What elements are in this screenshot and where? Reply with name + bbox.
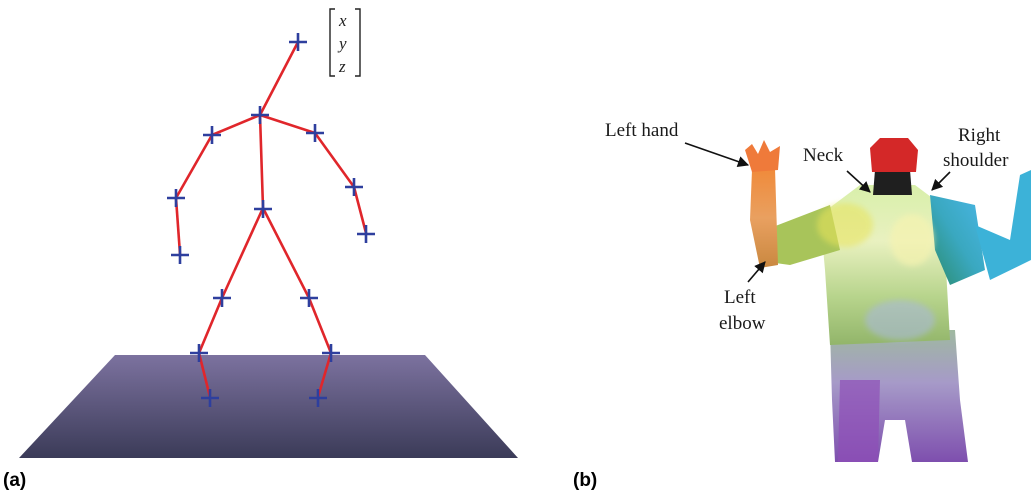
silhouette-chest-highlight — [890, 214, 934, 266]
label-right-shoulder-line1: Right — [958, 125, 1001, 146]
joint-head — [289, 33, 307, 51]
panel-a: x y z (a) — [3, 8, 518, 491]
joint-left-elbow — [167, 189, 185, 207]
joint-left-ankle — [190, 344, 208, 362]
silhouette-belly-tint — [865, 300, 935, 340]
joint-left-hand — [171, 246, 189, 264]
joint-right-shoulder — [306, 124, 324, 142]
label-left-elbow-line2: elbow — [719, 313, 766, 334]
label-right-shoulder-line2: shoulder — [943, 150, 1009, 171]
joint-right-hand — [357, 225, 375, 243]
depth-body-silhouette — [745, 138, 1031, 462]
silhouette-right-forearm — [975, 170, 1031, 280]
bone-right-hip — [261, 206, 311, 300]
silhouette-left-forearm — [750, 168, 778, 268]
bone-left-upper-arm — [174, 133, 214, 200]
coordinate-vector: x y z — [329, 8, 361, 77]
joint-right-elbow — [345, 178, 363, 196]
bone-right-upper-arm — [313, 131, 356, 189]
annotation-right-shoulder: Right shoulder — [931, 125, 1009, 191]
label-left-hand: Left hand — [605, 120, 679, 141]
silhouette-shoulder-highlight — [817, 203, 873, 247]
joint-left-foot — [201, 389, 219, 407]
arrow-right-shoulder — [931, 171, 951, 191]
bone-neck-left-shoulder — [210, 113, 262, 137]
arrow-left-hand — [684, 142, 750, 167]
panel-b: Left hand Neck Right shoulder Left elbow… — [573, 120, 1031, 491]
bone-left-hip — [220, 206, 265, 300]
annotation-neck: Neck — [803, 145, 871, 193]
floor-plane — [19, 355, 518, 458]
bone-right-forearm — [352, 185, 368, 235]
joint-right-knee — [300, 289, 318, 307]
vector-y: y — [337, 34, 347, 53]
joint-left-shoulder — [203, 126, 221, 144]
label-neck: Neck — [803, 145, 844, 166]
bone-spine — [258, 113, 265, 210]
bone-left-shin — [197, 296, 224, 355]
skeleton-bones — [174, 40, 368, 399]
skeleton-joints — [167, 33, 375, 407]
silhouette-right-upper-arm — [930, 195, 985, 285]
vector-x: x — [338, 11, 347, 30]
joint-right-foot — [309, 389, 327, 407]
annotation-left-elbow: Left elbow — [719, 261, 766, 334]
label-left-elbow-line1: Left — [724, 287, 756, 308]
bone-left-forearm — [174, 196, 182, 256]
silhouette-left-hand — [745, 140, 780, 172]
joint-right-ankle — [322, 344, 340, 362]
bone-right-foot — [316, 351, 333, 399]
bone-neck-head — [258, 40, 300, 117]
joint-hip-center — [254, 200, 272, 218]
arrow-left-elbow — [747, 261, 766, 283]
silhouette-legs-shade — [838, 380, 880, 462]
joint-left-knee — [213, 289, 231, 307]
bone-left-foot — [197, 351, 212, 399]
joint-neck — [251, 106, 269, 124]
panel-label-a: (a) — [3, 470, 26, 491]
bracket-left — [329, 8, 335, 77]
bracket-right — [355, 8, 361, 77]
arrow-neck — [846, 170, 871, 193]
bone-neck-right-shoulder — [258, 113, 317, 135]
bone-right-shin — [307, 296, 333, 355]
silhouette-head — [870, 138, 918, 172]
panel-label-b: (b) — [573, 470, 597, 491]
vector-z: z — [338, 57, 346, 76]
annotation-left-hand: Left hand — [605, 120, 750, 167]
silhouette-neck — [873, 170, 912, 195]
